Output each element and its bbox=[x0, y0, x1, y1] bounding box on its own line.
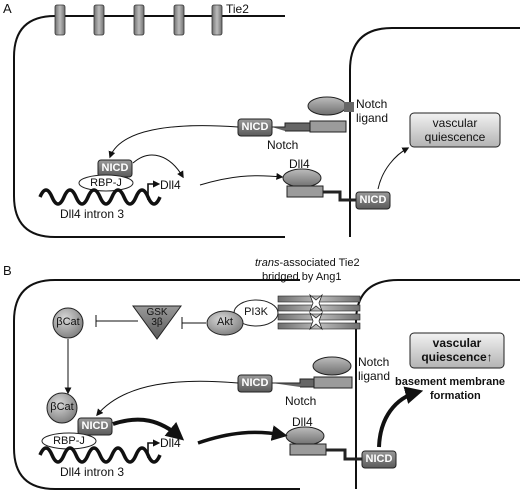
bcat-top-circle bbox=[52, 307, 84, 339]
quiescence-box-a bbox=[409, 112, 501, 148]
gsk3b-triangle bbox=[132, 305, 182, 340]
rbpj-a bbox=[78, 174, 134, 192]
arrow-dll4-ligand-b bbox=[197, 425, 288, 445]
tss-arrow-b bbox=[147, 439, 161, 458]
tie2-ang1-bridge bbox=[277, 293, 361, 331]
tss-arrow-a bbox=[147, 180, 161, 200]
tie2-receptors bbox=[54, 4, 223, 36]
dll4-ligand-b bbox=[285, 426, 325, 446]
membrane-label-1: basement membrane bbox=[395, 376, 506, 388]
notch-stalk-a bbox=[309, 120, 347, 133]
akt-label: Akt bbox=[217, 316, 233, 328]
tie2-label: Tie2 bbox=[226, 2, 249, 16]
akt-ellipse bbox=[206, 310, 244, 336]
arrow-quiescence-a bbox=[377, 147, 410, 190]
rbpj-label-a: RBP-J bbox=[90, 177, 122, 189]
notch-label-b: Notch bbox=[285, 394, 317, 408]
gsk-label-2: 3β bbox=[151, 317, 163, 328]
dll4-gene-label-b: Dll4 bbox=[160, 436, 181, 450]
bcat-nucleus-label: βCat bbox=[50, 401, 74, 413]
notch-ligand-label-b2: ligand bbox=[358, 369, 391, 383]
trans-italic: trans bbox=[255, 257, 280, 269]
arrow-nicd-dll4-b bbox=[112, 417, 185, 441]
nicd-right-label-b: NICD bbox=[365, 453, 393, 465]
dna-a bbox=[38, 188, 162, 206]
notch-ligand-b bbox=[312, 356, 352, 376]
notch-stalk-b bbox=[313, 376, 353, 389]
nicd-right-box-a bbox=[355, 191, 391, 210]
dll4-stalk-a bbox=[286, 185, 324, 198]
gsk-label-1: GSK bbox=[146, 307, 168, 318]
notch-ligand-label-b1: Notch bbox=[358, 355, 390, 369]
arrow-quiescence-b bbox=[377, 386, 424, 448]
bcat-nucleus-circle bbox=[46, 392, 78, 424]
dll4-ligand-label-a: Dll4 bbox=[289, 157, 310, 171]
rbpj-label-b: RBP-J bbox=[53, 435, 85, 447]
trans-rest: -associated Tie2 bbox=[279, 257, 360, 269]
intron-label-b: Dll4 intron 3 bbox=[60, 465, 125, 479]
right-cell-membrane-b bbox=[355, 279, 520, 489]
intron-label-a: Dll4 intron 3 bbox=[60, 207, 125, 221]
inhibit-gsk-bcat bbox=[95, 315, 138, 327]
notch-label-a: Notch bbox=[267, 138, 299, 152]
quiescence-label-b2: quiescence↑ bbox=[421, 350, 493, 364]
notch-ligand-label-a1: Notch bbox=[356, 97, 388, 111]
notch-right-b bbox=[326, 448, 362, 461]
dna-b bbox=[38, 446, 162, 464]
nicd-nucleus-label-b: NICD bbox=[81, 420, 109, 432]
left-cell-membrane-a bbox=[13, 15, 285, 238]
panel-a bbox=[13, 4, 520, 238]
notch-right-a bbox=[323, 190, 357, 202]
dll4-gene-label-a: Dll4 bbox=[160, 178, 181, 192]
nicd-right-box-b bbox=[361, 450, 397, 469]
quiescence-label-a1: vascular bbox=[432, 116, 478, 130]
nicd-right-label-a: NICD bbox=[359, 194, 387, 206]
notch-receptor-b bbox=[272, 378, 316, 388]
notch-ligand-a bbox=[307, 96, 347, 116]
right-cell-membrane-a bbox=[349, 27, 520, 237]
notch-ligand-label-a2: ligand bbox=[356, 111, 389, 125]
trans-tie2-label: trans-associated Tie2 bbox=[255, 258, 360, 269]
dll4-ligand-label-b: Dll4 bbox=[292, 415, 313, 429]
nicd-nucleus-label-a: NICD bbox=[101, 162, 129, 174]
left-cell-membrane-b bbox=[13, 279, 300, 490]
quiescence-label-a2: quiescence bbox=[424, 130, 486, 144]
arrow-dll4-ligand-a bbox=[199, 172, 284, 186]
panel-b-label: B bbox=[3, 263, 12, 278]
pi3k-label: PI3K bbox=[244, 306, 268, 318]
notch-receptor-a bbox=[272, 122, 311, 132]
quiescence-label-b1: vascular bbox=[432, 336, 482, 350]
arrow-nicd-dll4-a bbox=[132, 154, 184, 179]
nicd-nucleus-box-b bbox=[77, 417, 113, 436]
inhibit-akt-gsk bbox=[181, 317, 206, 329]
bcat-top-label: βCat bbox=[56, 316, 80, 328]
bridged-label: bridged by Ang1 bbox=[262, 271, 342, 283]
arrow-nicd-cleave-a bbox=[108, 125, 239, 159]
dll4-stalk-b bbox=[289, 443, 327, 456]
panel-a-label: A bbox=[3, 1, 12, 16]
dll4-ligand-a bbox=[282, 168, 322, 188]
panel-b bbox=[13, 279, 520, 490]
nicd-receptor-label-a: NICD bbox=[241, 121, 269, 133]
arrow-nicd-cleave-b bbox=[96, 380, 239, 417]
notch-ligand-stalk-a bbox=[344, 102, 354, 112]
nicd-receptor-label-b: NICD bbox=[241, 377, 269, 389]
membrane-label-2: formation bbox=[430, 390, 481, 402]
quiescence-box-b bbox=[409, 332, 505, 369]
